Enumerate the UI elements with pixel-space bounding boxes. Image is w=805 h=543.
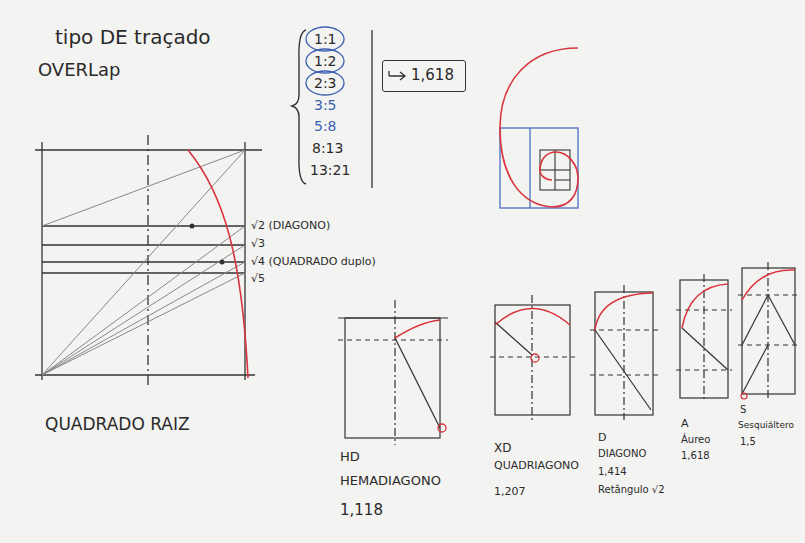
ratio: 3:5	[314, 97, 337, 113]
rectangle-name: HEMADIAGONO	[340, 474, 441, 489]
root-label: √5	[251, 273, 265, 286]
board-title: tipo DE traçado	[55, 26, 211, 49]
rectangle-ratio: 1,118	[340, 502, 383, 519]
rectangle-code: S	[740, 404, 746, 416]
rectangle-name: QUADRIAGONO	[494, 460, 579, 473]
ratio: 13:21	[310, 162, 350, 178]
ratio: 1:1	[314, 31, 337, 47]
rectangle-ratio: 1,414	[598, 466, 627, 478]
rectangle-name: Áureo	[681, 434, 710, 446]
root-label: √4 (QUADRADO duplo)	[251, 256, 376, 269]
board-subtitle: OVERLap	[38, 60, 121, 81]
rectangle-code: HD	[340, 450, 360, 465]
value-box: 1,618	[382, 60, 466, 92]
root-label: √3	[251, 238, 265, 251]
rectangle-ratio: 1,5	[740, 436, 756, 448]
ratio: 5:8	[314, 118, 337, 134]
ratio: 1:2	[314, 53, 337, 69]
rectangle-note: Retângulo √2	[598, 484, 665, 496]
figure-caption: QUADRADO RAIZ	[45, 415, 190, 435]
rectangle-ratio: 1,207	[494, 486, 526, 499]
rectangle-name: DIAGONO	[598, 448, 646, 460]
value-text: 1,618	[411, 66, 456, 84]
rectangle-ratio: 1,618	[681, 450, 710, 462]
arrow-symbol	[388, 70, 408, 82]
rectangle-code: A	[681, 418, 689, 431]
ratio: 2:3	[314, 75, 337, 91]
rectangle-name: Sesquiáltero	[738, 420, 794, 430]
root-label: √2 (DIAGONO)	[251, 220, 330, 233]
rectangle-code: XD	[494, 442, 511, 456]
ratio: 8:13	[312, 140, 343, 156]
rectangle-code: D	[598, 432, 606, 445]
